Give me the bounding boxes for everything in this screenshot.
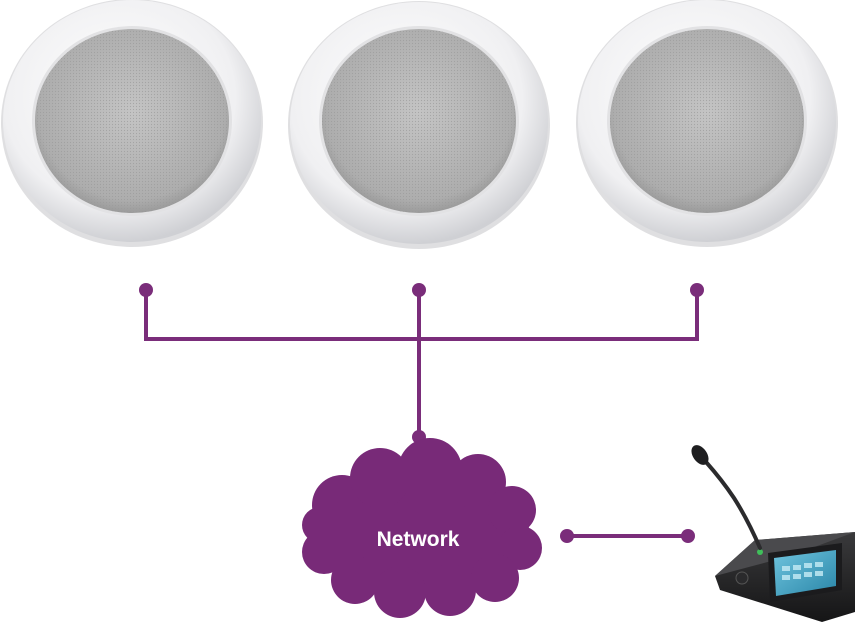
connector-node xyxy=(690,283,704,297)
ceiling-speaker-left xyxy=(1,0,263,247)
ceiling-speaker-right xyxy=(576,0,838,247)
speaker-bus-line xyxy=(144,290,699,341)
connector-node xyxy=(139,283,153,297)
network-label: Network xyxy=(377,528,460,551)
connector-node xyxy=(560,529,574,543)
connector-node xyxy=(681,529,695,543)
network-cloud: Network xyxy=(302,438,542,618)
paging-microphone-console xyxy=(691,445,855,622)
console-speaker-grille xyxy=(735,571,749,585)
connector-lines xyxy=(139,283,704,543)
gooseneck-microphone xyxy=(704,460,762,550)
connector-node xyxy=(412,283,426,297)
ceiling-speaker-center xyxy=(288,1,550,249)
